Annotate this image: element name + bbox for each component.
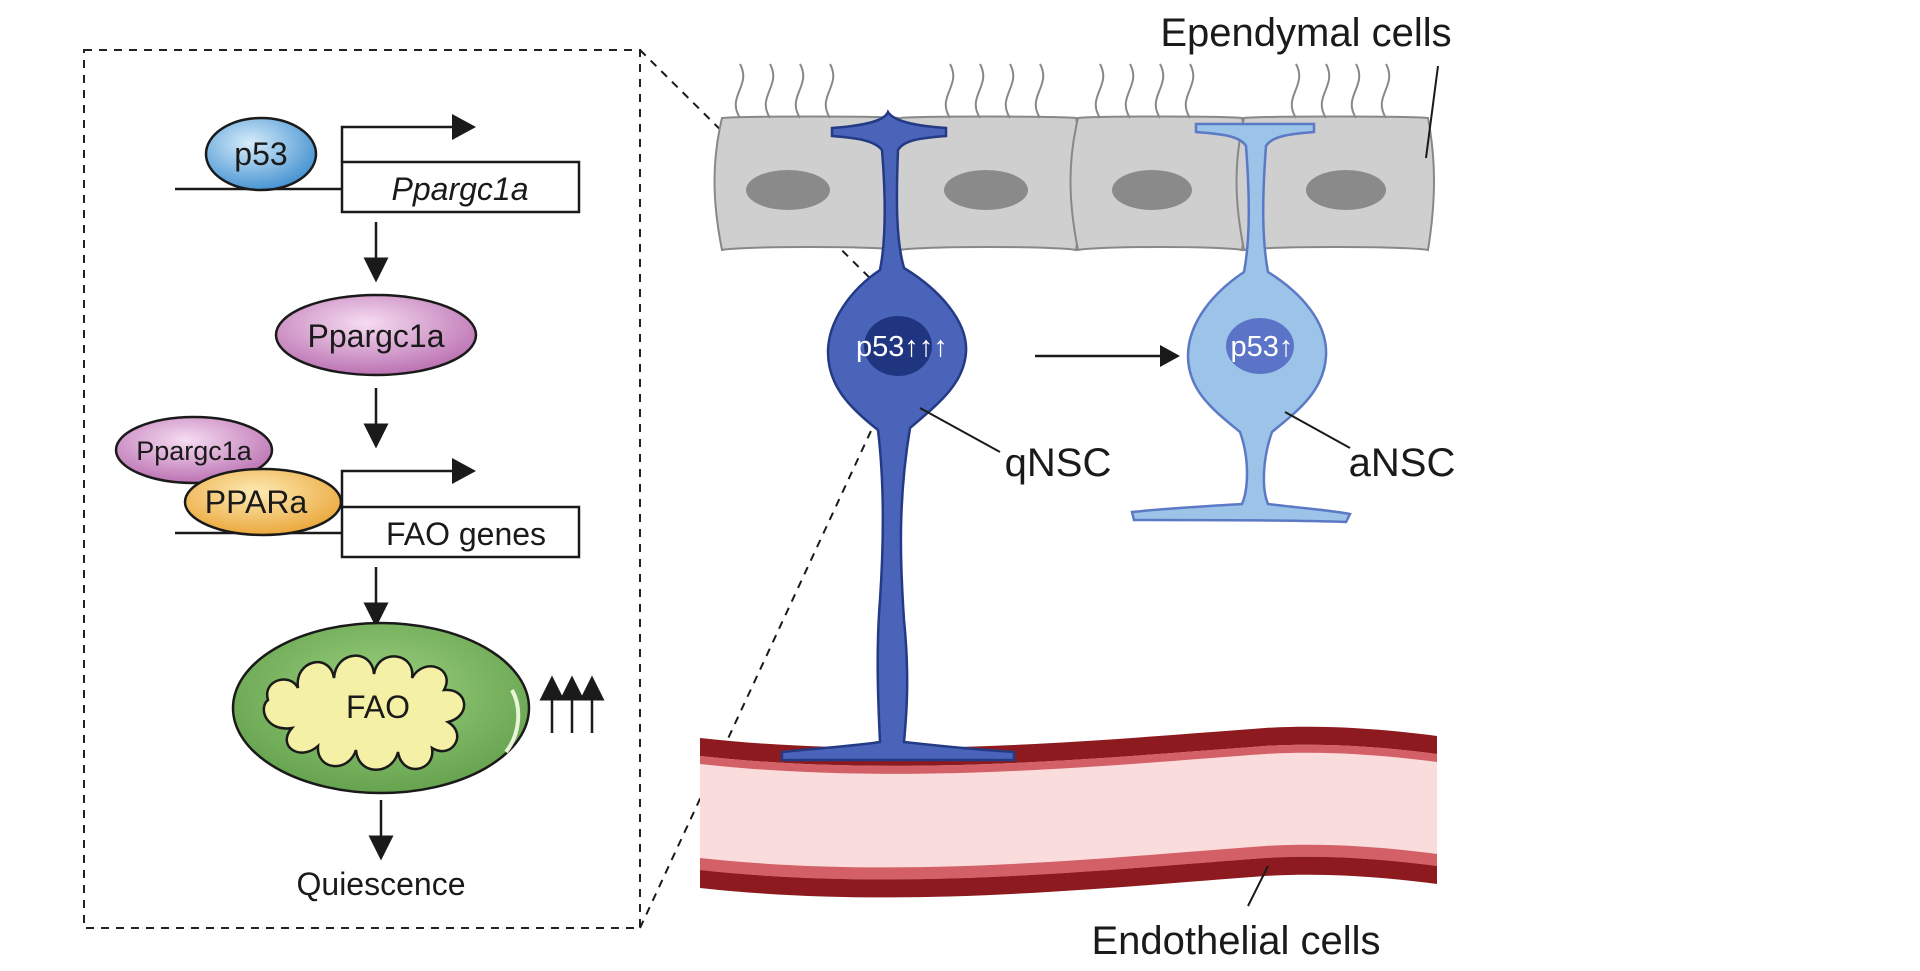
ependymal-leader-line xyxy=(1425,65,1439,159)
transcription-arrowhead-2 xyxy=(452,458,476,484)
ansc-cell: p53↑ xyxy=(1130,122,1352,524)
ependymal-nucleus xyxy=(1112,170,1192,210)
ependymal-cilia xyxy=(1290,63,1391,119)
ansc-leader-line xyxy=(1284,411,1351,449)
ependymal-cell xyxy=(891,63,1083,252)
fao-genes-label: FAO genes xyxy=(386,516,546,552)
transcription-arrowhead-1 xyxy=(452,114,476,140)
fao-gene-module: FAO genes Ppargc1a PPARa xyxy=(114,415,581,559)
ependymal-cell xyxy=(1069,63,1249,252)
p53-protein xyxy=(204,116,318,192)
blood-vessel xyxy=(700,726,1437,898)
ppargc1a-protein: Ppargc1a xyxy=(274,293,478,377)
ppargc1a-coactivator xyxy=(114,415,274,485)
ppargc1a-protein-label: Ppargc1a xyxy=(308,318,445,354)
activation-arrowhead xyxy=(1160,345,1180,367)
ppargc1a-coactivator-label: Ppargc1a xyxy=(136,436,253,466)
quiescence-label: Quiescence xyxy=(297,866,466,902)
fao-increase-arrows: ↑↑↑ xyxy=(539,675,605,735)
ppargc1a-gene-label: Ppargc1a xyxy=(392,171,529,207)
ependymal-cells-label: Ependymal cells xyxy=(1160,11,1451,55)
ependymal-cell xyxy=(1235,63,1435,252)
vessel-wall-top-inner xyxy=(700,744,1437,774)
ependymal-cells xyxy=(713,63,1435,252)
inset-panel: Ppargc1a p53 Ppargc1a FAO genes Ppargc1a… xyxy=(83,49,641,929)
ppara-receptor-label: PPARa xyxy=(205,484,308,520)
vessel-wall-bottom xyxy=(700,856,1437,898)
p53-gene-module: Ppargc1a p53 xyxy=(175,114,581,214)
ependymal-nucleus xyxy=(1306,170,1386,210)
ansc-label: aNSC xyxy=(1349,441,1456,485)
qnsc-nucleus xyxy=(864,316,932,376)
ependymal-cell xyxy=(713,63,905,252)
fao-label: FAO xyxy=(346,689,410,725)
ependymal-cilia xyxy=(734,63,835,119)
ependymal-cilia xyxy=(944,63,1045,119)
endothelial-cells-label: Endothelial cells xyxy=(1091,919,1380,963)
ependymal-nucleus xyxy=(944,170,1028,210)
ppara-receptor xyxy=(183,467,343,537)
mitochondrion-highlight xyxy=(504,689,521,754)
qnsc-body xyxy=(780,109,1016,762)
fao-increase-text: ↑↑↑ xyxy=(569,733,571,735)
inset-dashed-border xyxy=(83,49,641,929)
qnsc-leader-line xyxy=(919,407,1001,453)
qnsc-cell: p53↑↑↑ xyxy=(780,109,1016,762)
fao-genes-box xyxy=(340,505,581,559)
endothelial-leader-line xyxy=(1247,865,1269,907)
ependymal-nucleus xyxy=(746,170,830,210)
vessel-wall-bottom-inner xyxy=(700,844,1437,880)
p53-label: p53 xyxy=(234,136,287,172)
transcription-arrow-1 xyxy=(340,125,455,162)
ppargc1a-gene-box xyxy=(340,160,581,214)
mitochondrion-fao: FAO xyxy=(231,621,531,795)
qnsc-nucleus-label: p53↑↑↑ xyxy=(856,331,948,363)
transcription-arrow-2 xyxy=(340,469,455,507)
mitochondrion-cristae xyxy=(262,654,466,771)
ansc-nucleus-label: p53↑ xyxy=(1231,331,1294,363)
ppargc1a-ellipse xyxy=(274,293,478,377)
ependymal-cilia xyxy=(1094,63,1195,119)
ansc-nucleus xyxy=(1226,318,1294,374)
qnsc-label: qNSC xyxy=(1005,441,1112,485)
